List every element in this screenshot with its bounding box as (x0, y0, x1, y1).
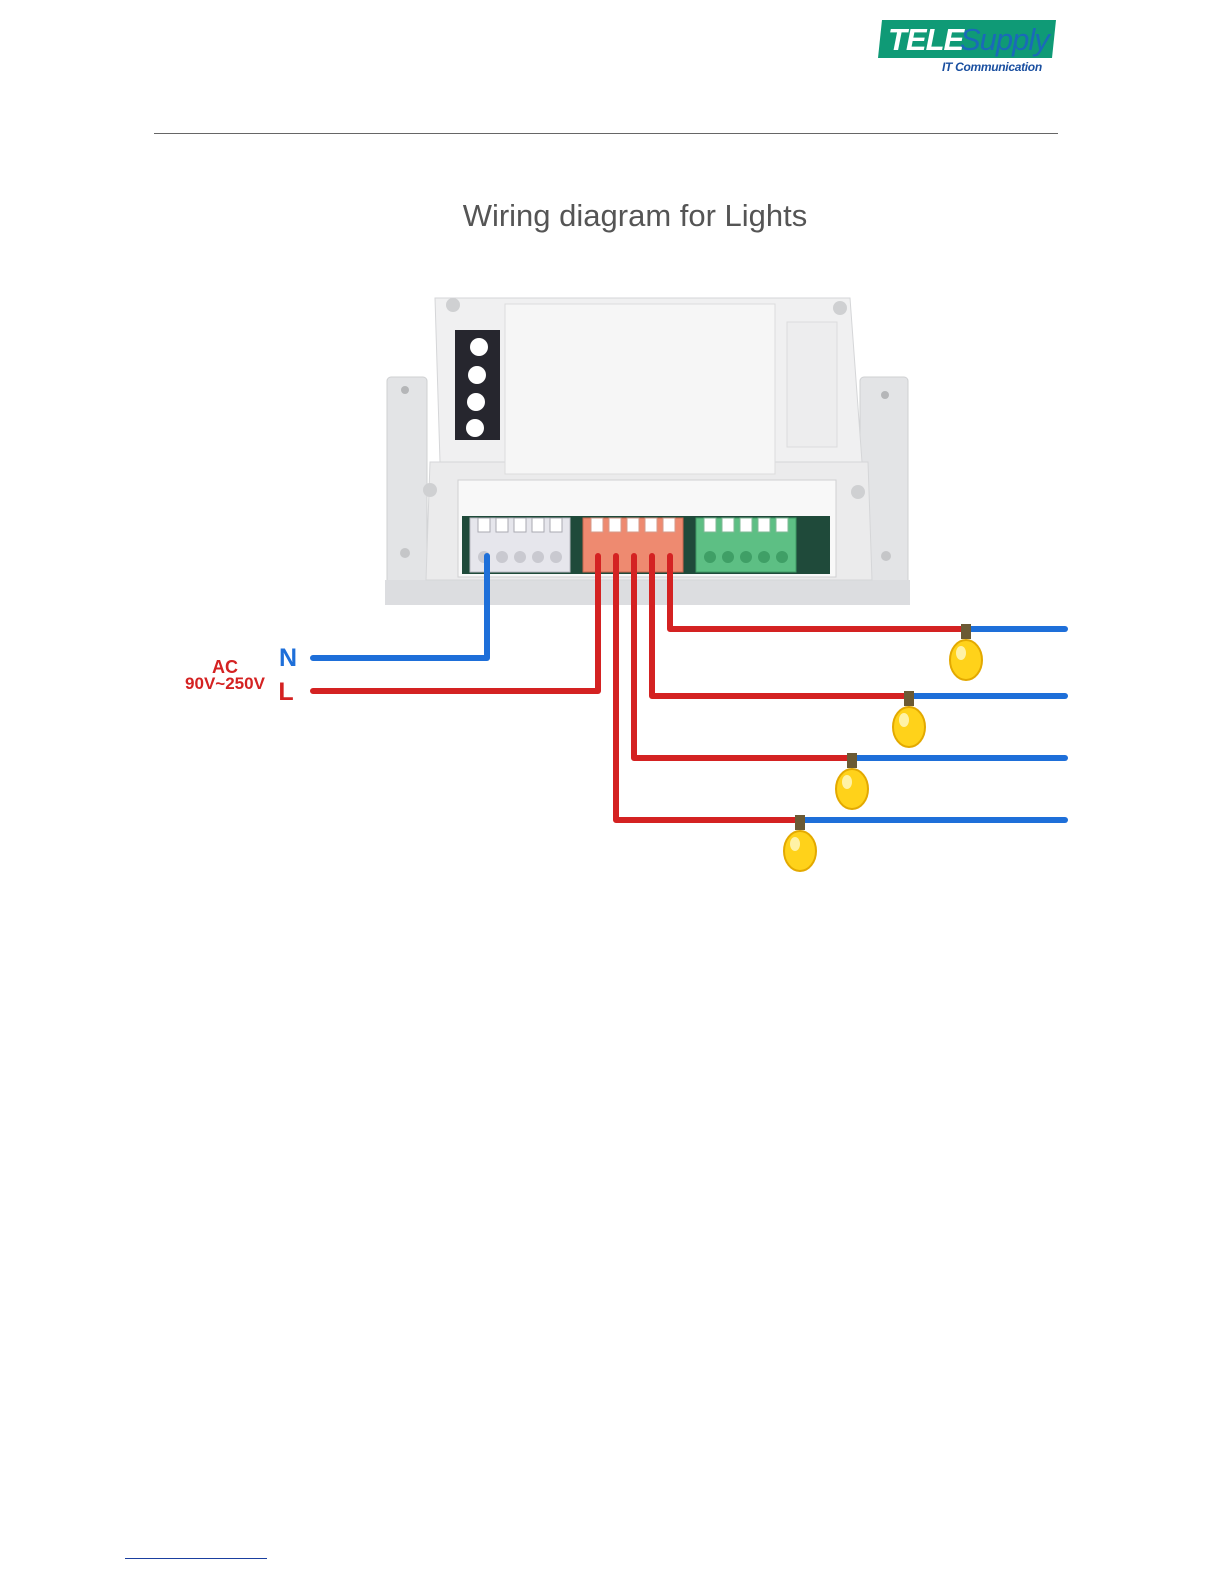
lamp-2-icon (893, 691, 925, 747)
neutral-label: N (279, 644, 297, 672)
lamp-4-icon (784, 815, 816, 871)
button-3 (467, 393, 485, 411)
button-4 (466, 419, 484, 437)
telesupply-logo: TELE Supply IT Communication (880, 20, 1056, 76)
wiring-diagram: AC 90V~250V N L (150, 280, 1080, 880)
button-1 (470, 338, 488, 356)
header-divider (154, 133, 1058, 134)
button-2 (468, 366, 486, 384)
footnote-separator (125, 1558, 267, 1559)
logo-brand-tele: TELE (888, 22, 963, 58)
lamp-1-icon (950, 624, 982, 680)
live-label: L (278, 678, 293, 706)
logo-tagline: IT Communication (942, 60, 1042, 74)
voltage-range-label: 90V~250V (185, 674, 266, 693)
terminal-block-input (696, 518, 796, 572)
logo-brand-supply: Supply (960, 22, 1049, 58)
lamp-3-icon (836, 753, 868, 809)
diagram-title: Wiring diagram for Lights (400, 198, 870, 234)
